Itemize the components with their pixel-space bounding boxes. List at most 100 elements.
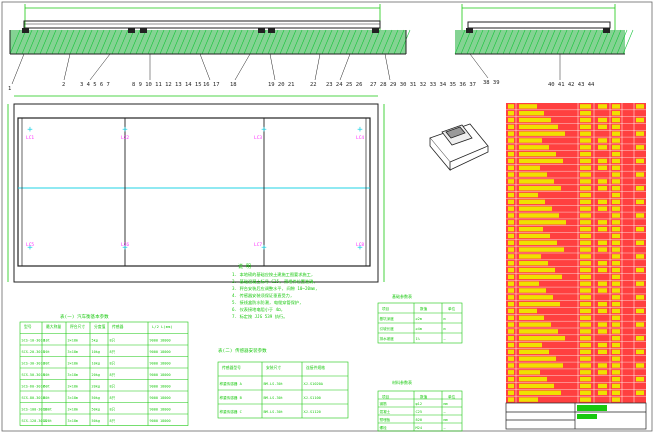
table-cell: 引坡长度 — [380, 326, 395, 331]
table-cell: 60t — [44, 385, 50, 389]
table-cell: BM-LS-30t — [264, 410, 283, 414]
svg-text:1. 本地磅的基础应按土建施工图要求施工,: 1. 本地磅的基础应按土建施工图要求施工, — [232, 271, 313, 278]
svg-text:传感器: 传感器 — [112, 324, 124, 329]
table-cell: — — [444, 410, 447, 414]
table-cell: 20kg — [92, 385, 100, 389]
table-cell: 9000 18000 — [150, 419, 171, 423]
table-cell: 基坑深度 — [380, 316, 395, 321]
table-cell: — — [444, 426, 447, 430]
table-cell: m — [444, 327, 446, 331]
callout-label: 23 24 25 26 — [326, 82, 362, 88]
svg-text:表(二) 传感器安装参数: 表(二) 传感器安装参数 — [218, 347, 267, 354]
table-cell: 3×18m — [68, 419, 79, 423]
table-cell: 钢筋 — [380, 401, 388, 406]
svg-text:数值: 数值 — [420, 306, 428, 311]
svg-text:安装尺寸: 安装尺寸 — [266, 365, 281, 370]
table-cell: 9000 18000 — [150, 408, 171, 412]
svg-text:材料参数表: 材料参数表 — [392, 379, 412, 385]
table-cell: SCS-80-3018 — [22, 396, 45, 400]
table-cell: 称重传感器 C — [220, 409, 242, 414]
table-cell: 30t — [44, 362, 50, 366]
callout-label: 19 20 21 — [268, 82, 295, 88]
table-cell: 称重传感器 B — [220, 395, 242, 400]
table-cell: 预埋板 — [380, 417, 391, 422]
table-cell: 8只 — [110, 362, 116, 366]
callout-label: 27 28 29 30 31 32 33 34 35 36 37 — [370, 82, 476, 88]
table-cell: 8只 — [110, 396, 116, 400]
callout-label: 40 41 42 43 44 — [548, 82, 595, 88]
svg-text:单位: 单位 — [448, 306, 456, 311]
table-cell: ≥4m — [416, 327, 423, 331]
table-cell: 3×18m — [68, 408, 79, 412]
load-cell-label: LC5 — [26, 242, 34, 248]
table-cell: 20t — [44, 350, 50, 354]
callout-label: 38 39 — [483, 80, 500, 86]
table-cell: 3×18m — [68, 362, 79, 366]
table-cell: 9000 18000 — [150, 396, 171, 400]
table-cell: m — [444, 317, 446, 321]
svg-text:传感器型号: 传感器型号 — [222, 365, 241, 370]
svg-text:+: + — [357, 125, 363, 135]
load-cell-label: LC4 — [356, 135, 364, 141]
svg-text:单位: 单位 — [448, 394, 456, 399]
svg-text:3. 秤台安装后应调整水平, 间隙 10~20mm,: 3. 秤台安装后应调整水平, 间隙 10~20mm, — [232, 285, 318, 292]
load-cell-label: LC3 — [254, 135, 262, 141]
title-block — [505, 402, 647, 430]
table-cell: 10kg — [92, 350, 100, 354]
table-cell: 混凝土 — [380, 409, 391, 414]
callout-label: 3 4 5 6 7 — [80, 82, 110, 88]
table-cell: 8只 — [110, 408, 116, 412]
svg-text:项目: 项目 — [382, 394, 389, 399]
svg-text:+: + — [261, 243, 267, 253]
callout-label: 1 — [8, 86, 11, 92]
table-cell: 10kg — [92, 362, 100, 366]
table-cell: 3×18m — [68, 373, 79, 377]
table-cell: 10t — [44, 339, 50, 343]
svg-text:4. 传感器安装须保证垂直受力,: 4. 传感器安装须保证垂直受力, — [232, 292, 292, 299]
table-cell: δ20 — [416, 418, 423, 422]
table-cell: XJ-S1120 — [304, 410, 321, 414]
callout-label: 18 — [230, 82, 237, 88]
table-cell: 螺栓 — [380, 425, 388, 430]
table-cell: BM-LS-30t — [264, 382, 283, 386]
load-cell-label: LC6 — [121, 242, 129, 248]
svg-text:5. 接线盒防水防潮, 电缆穿管保护,: 5. 接线盒防水防潮, 电缆穿管保护, — [232, 299, 302, 306]
table-cell: ≥2m — [416, 317, 423, 321]
callout-label: 2 — [62, 82, 65, 88]
table-cell: M24 — [416, 426, 423, 430]
callout-label: 16 17 — [203, 82, 220, 88]
svg-text:说 明: 说 明 — [238, 263, 251, 270]
table-cell: SCS-30-3018 — [22, 362, 45, 366]
table-cell: 8只 — [110, 339, 116, 343]
parameter-table-1: 表(一) 汽车衡基本参数 型号 最大称量 秤台尺寸 分度值 传感器 L/2 L(… — [19, 313, 189, 426]
svg-text:+: + — [261, 125, 267, 135]
svg-text:分度值: 分度值 — [94, 324, 106, 329]
general-notes: 说 明 1. 本地磅的基础应按土建施工图要求施工, 2. 基础混凝土标号 C25… — [232, 263, 318, 320]
table-cell: SCS-50-3018 — [22, 373, 45, 377]
table-cell: 50kg — [92, 408, 100, 412]
table-cell: 8只 — [110, 350, 116, 354]
load-cell-label: LC8 — [356, 242, 364, 248]
table-cell: 8只 — [110, 385, 116, 389]
table-cell: 9000 18000 — [150, 385, 171, 389]
svg-text:最大称量: 最大称量 — [46, 324, 61, 329]
table-cell: 9000 18000 — [150, 339, 171, 343]
svg-text:+: + — [122, 243, 128, 253]
table-cell: 9000 18000 — [150, 362, 171, 366]
table-cell: SCS-100-3018 — [22, 408, 47, 412]
callout-label: 22 — [310, 82, 317, 88]
table-cell: BM-LS-30t — [264, 396, 283, 400]
svg-text:2. 基础混凝土标号 C25, 预埋件位置准确,: 2. 基础混凝土标号 C25, 预埋件位置准确, — [232, 278, 316, 285]
svg-text:数值: 数值 — [420, 394, 428, 399]
svg-text:基础参数表: 基础参数表 — [392, 293, 412, 299]
table-cell: 80t — [44, 396, 50, 400]
svg-text:+: + — [357, 243, 363, 253]
table-cell: 1% — [416, 337, 421, 341]
table-cell: SCS-120-3018 — [22, 419, 47, 423]
table-cell: 3×18m — [68, 350, 79, 354]
svg-text:型号: 型号 — [24, 324, 32, 329]
svg-text:6. 仪表接地电阻小于 4Ω,: 6. 仪表接地电阻小于 4Ω, — [232, 306, 283, 313]
